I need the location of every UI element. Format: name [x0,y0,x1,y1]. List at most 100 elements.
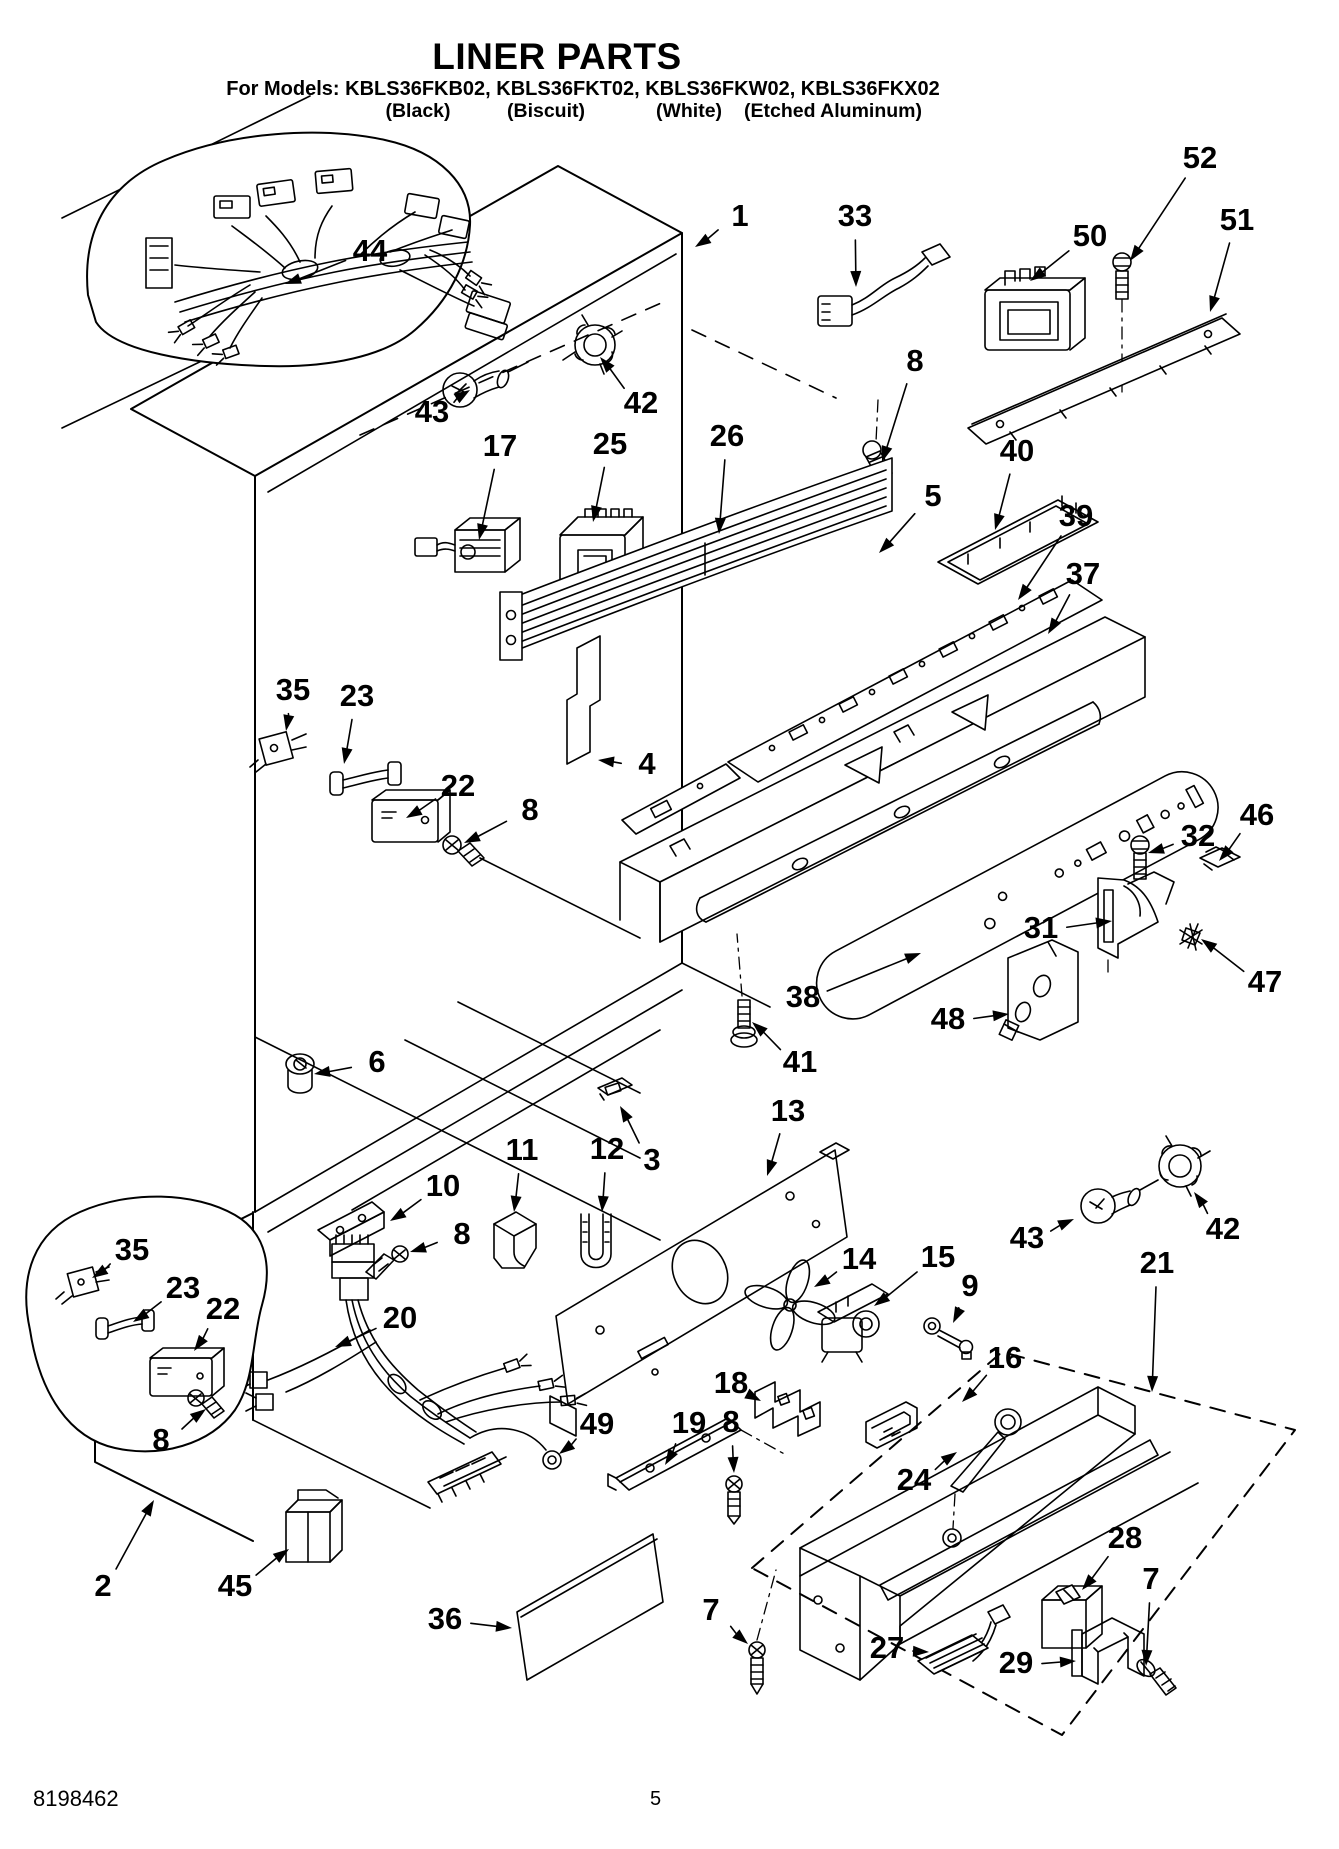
color-label-biscuit: (Biscuit) [507,100,585,122]
callout-number: 8 [453,1216,470,1251]
callout-32-23: 32 [1148,818,1215,854]
callout-33-2: 33 [838,198,872,287]
callout-number: 6 [368,1044,385,1079]
u-tube-12 [580,1213,612,1269]
callout-22-18: 22 [406,768,475,818]
mullion-rail-26 [499,457,893,661]
color-label-black: (Black) [385,100,451,122]
callout-number: 26 [710,418,744,453]
callout-44-1: 44 [285,233,388,284]
clip-16 [865,1401,918,1449]
wire-23-upper [329,761,402,796]
callout-48-26: 48 [931,1001,1009,1036]
harness-blob [86,131,512,368]
color-label-white: (White) [655,100,723,122]
wire-connector-33 [817,243,951,327]
screw-8-near-22 [442,835,485,867]
callout-4-20: 4 [598,746,656,781]
control-board-39 [621,579,1103,835]
callout-number: 18 [714,1365,748,1400]
callout-2-46: 2 [94,1500,154,1603]
callout-45-47: 45 [218,1549,289,1603]
connector-cover-45 [285,1489,343,1563]
callout-number: 8 [722,1404,739,1439]
callout-number: 23 [340,678,374,713]
drain-tray [799,1386,1199,1681]
callout-5-12: 5 [879,478,942,553]
callout-number: 37 [1066,556,1100,591]
callout-51-5: 51 [1209,202,1254,312]
screw-32 [1130,835,1150,880]
callout-19-50: 19 [665,1405,706,1465]
lamp-socket-42 [562,314,623,375]
rail-19 [607,1417,789,1491]
callout-39-14: 39 [1018,498,1093,600]
callout-number: 8 [521,792,538,827]
callout-46-24: 46 [1219,797,1274,861]
page-number: 5 [650,1788,662,1810]
callout-41-28: 41 [752,1022,817,1079]
callout-number: 8 [152,1422,169,1457]
callout-number: 11 [506,1132,539,1167]
callout-10-33: 10 [390,1168,460,1221]
callout-number: 39 [1059,498,1093,533]
console-housing-37 [619,616,1146,943]
callout-36-53: 36 [428,1601,512,1636]
screw-41 [730,933,758,1048]
callout-number: 12 [590,1131,624,1166]
switch-17 [414,517,521,573]
ground-wire-49 [469,1427,562,1470]
callout-number: 20 [383,1300,417,1335]
callout-number: 22 [206,1291,240,1326]
screw-8-blob [187,1389,225,1419]
facade-panel-38 [815,770,1219,1020]
callout-number: 40 [1000,433,1034,468]
callout-number: 43 [1010,1220,1044,1255]
callout-17-9: 17 [477,428,517,540]
tray-40 [937,495,1099,585]
callout-number: 45 [218,1568,252,1603]
callout-number: 21 [1140,1245,1174,1280]
screw-8-bottom [725,1475,743,1525]
callout-number: 43 [415,394,449,429]
color-label-etched: (Etched Aluminum) [743,100,923,122]
duct-panel-13 [549,1142,850,1437]
callout-3-30: 3 [620,1106,661,1177]
callout-50-3: 50 [1030,218,1107,281]
callout-number: 3 [643,1142,660,1177]
callout-35-16: 35 [276,672,310,731]
callout-23-43: 23 [133,1270,200,1322]
callout-28-57: 28 [1082,1520,1142,1590]
callout-number: 51 [1220,202,1254,237]
callout-number: 42 [1206,1211,1240,1246]
callout-20-48: 20 [335,1300,417,1347]
callout-12-32: 12 [590,1131,624,1212]
callout-number: 52 [1183,140,1217,175]
screw-52 [1112,252,1132,393]
callout-number: 15 [921,1239,955,1274]
callout-number: 29 [999,1645,1033,1680]
callout-number: 24 [897,1462,932,1497]
callout-number: 35 [276,672,310,707]
callout-52-4: 52 [1130,140,1217,261]
callout-number: 48 [931,1001,965,1036]
block-28 [1041,1584,1103,1649]
callout-35-42: 35 [92,1232,149,1278]
callout-number: 17 [483,428,517,463]
callout-number: 49 [580,1406,614,1441]
callout-number: 46 [1240,797,1274,832]
callout-42-8: 42 [600,357,658,420]
light-bulb-43-lower [1080,1179,1159,1224]
callout-number: 31 [1024,910,1058,945]
callout-number: 35 [115,1232,149,1267]
callout-number: 16 [988,1340,1022,1375]
callout-14-35: 14 [814,1241,877,1287]
callout-24-55: 24 [897,1452,957,1497]
bracket-18 [754,1381,821,1437]
callout-43-39: 43 [1010,1219,1074,1255]
lamp-socket-42-lower [1158,1135,1211,1197]
panel-36 [516,1533,664,1681]
